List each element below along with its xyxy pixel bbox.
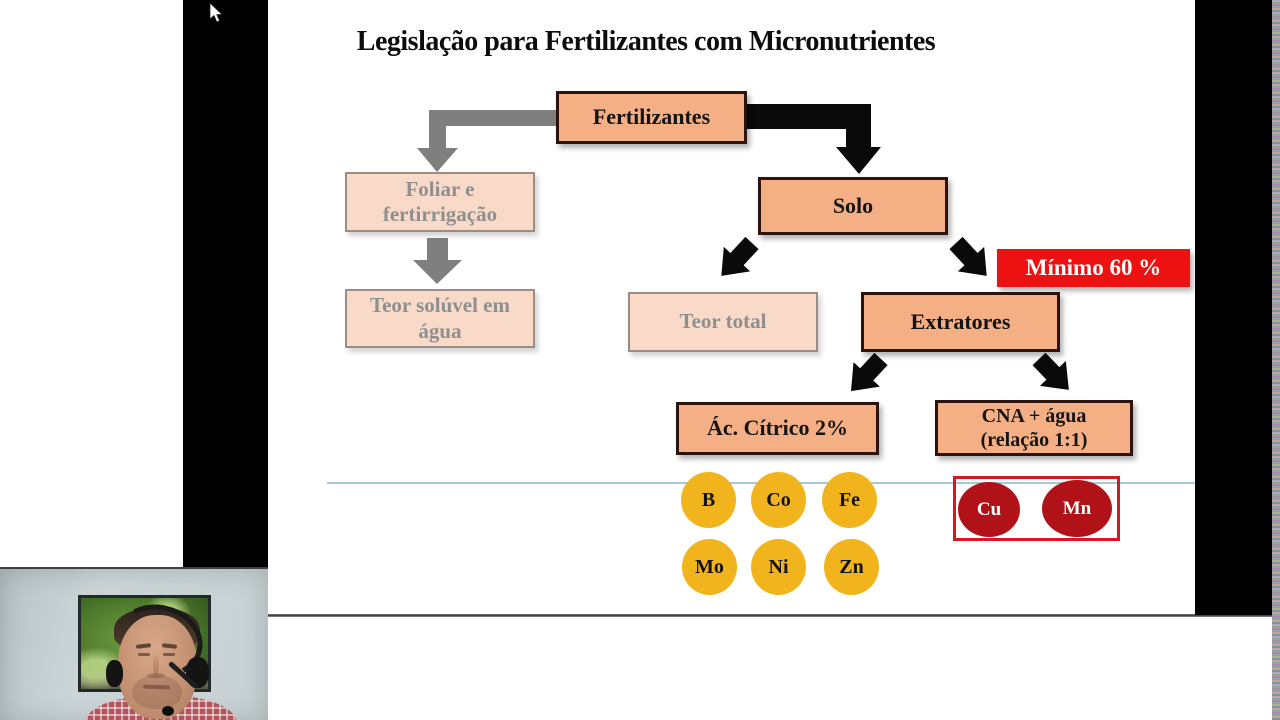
element-fe: Fe: [822, 472, 877, 528]
node-teor-total: Teor total: [628, 292, 818, 352]
element-b: B: [681, 472, 736, 528]
node-cna-agua: CNA + água (relação 1:1): [935, 400, 1133, 456]
video-noise-strip: [1272, 0, 1280, 720]
badge-minimo-60: Mínimo 60 %: [997, 249, 1190, 287]
node-ac-citrico: Ác. Cítrico 2%: [676, 402, 879, 455]
element-ni: Ni: [751, 539, 806, 595]
letterbox-left: [183, 0, 268, 570]
slide-bottom-divider: [267, 614, 1280, 617]
element-zn: Zn: [824, 539, 879, 595]
arrow-extratores-to-cna: [1032, 352, 1069, 390]
cna-elements-group: Cu Mn: [953, 476, 1120, 541]
presenter-nose-shadow: [147, 673, 165, 678]
presenter-nose: [153, 651, 159, 675]
node-foliar-fertirrigacao: Foliar e fertirrigação: [345, 172, 535, 232]
node-cna-line1: CNA + água: [981, 405, 1087, 427]
headset-earcup-left: [106, 660, 123, 687]
node-extratores: Extratores: [861, 292, 1060, 352]
arrow-fertilizantes-to-solo: [747, 104, 881, 174]
webcam-overlay: [0, 567, 268, 720]
arrow-solo-to-teor-total: [721, 236, 759, 276]
arrow-foliar-to-teor-soluvel: [413, 238, 462, 284]
element-mn: Mn: [1042, 480, 1112, 537]
node-fertilizantes: Fertilizantes: [556, 91, 747, 144]
presenter-face: [118, 615, 197, 719]
element-co: Co: [751, 472, 806, 528]
slide-title: Legislação para Fertilizantes com Micron…: [356, 26, 936, 57]
arrow-extratores-to-ac-citrico: [850, 352, 888, 392]
presenter-stubble: [132, 675, 182, 709]
node-solo: Solo: [758, 177, 948, 235]
presenter-eye-right: [163, 653, 175, 656]
arrow-fertilizantes-to-foliar: [417, 110, 557, 172]
arrow-solo-to-extratores: [949, 236, 987, 276]
headset-mic-foam: [162, 706, 174, 716]
node-teor-soluvel-agua: Teor solúvel em água: [345, 289, 535, 348]
element-cu: Cu: [958, 482, 1020, 537]
element-mo: Mo: [682, 539, 737, 595]
presenter-eye-left: [138, 653, 150, 656]
letterbox-right: [1195, 0, 1272, 615]
node-cna-line2: (relação 1:1): [980, 429, 1088, 451]
